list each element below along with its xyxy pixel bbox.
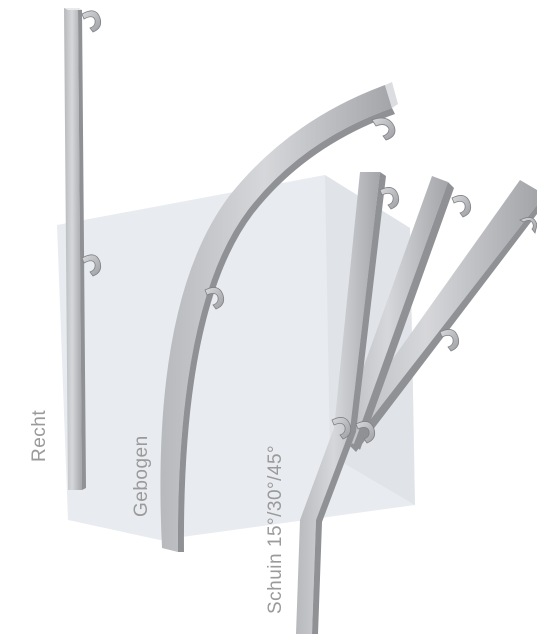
- curved-rail: [160, 82, 398, 552]
- hook-icon: [81, 10, 102, 33]
- straight-rail: [64, 8, 102, 490]
- angled-rails: [296, 172, 537, 634]
- label-angled: Schuin 15°/30°/45°: [265, 444, 286, 614]
- hook-icon: [331, 417, 352, 440]
- hook-icon: [355, 421, 376, 444]
- hook-icon: [519, 217, 537, 234]
- hook-icon: [439, 329, 460, 352]
- hook-icon: [81, 254, 102, 277]
- label-straight: Recht: [29, 409, 50, 462]
- hook-icon: [379, 187, 400, 210]
- hook-icon: [451, 195, 472, 218]
- hook-icon: [204, 287, 225, 310]
- label-curved: Gebogen: [131, 435, 152, 517]
- hook-icon: [371, 117, 396, 141]
- backdrop-box: [57, 175, 415, 540]
